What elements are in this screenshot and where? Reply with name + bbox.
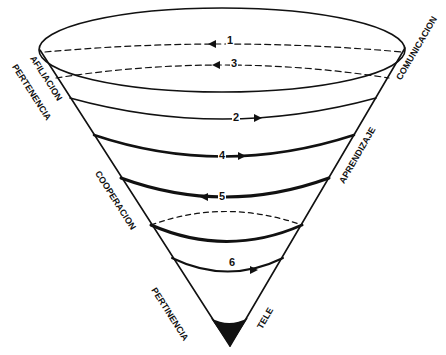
direction-arrowhead <box>200 193 208 201</box>
direction-arrowhead <box>250 266 258 274</box>
cone-side <box>40 50 230 346</box>
cone-rim <box>39 8 405 92</box>
cone-tip <box>211 318 248 346</box>
spiral-back-arc <box>151 212 302 226</box>
spiral-front-arc <box>70 98 376 119</box>
callout-number: 6 <box>228 257 236 268</box>
direction-arrowhead <box>212 61 220 69</box>
side-label: COOPERACION <box>92 168 137 232</box>
side-label: TELE <box>256 305 276 331</box>
spiral-back-arc <box>45 44 402 52</box>
callout-number: 2 <box>232 112 240 123</box>
direction-arrowhead <box>254 114 262 122</box>
direction-arrowhead <box>208 40 216 48</box>
direction-arrowhead <box>238 152 246 160</box>
callout-number: 1 <box>226 35 234 46</box>
callout-number: 5 <box>218 191 226 202</box>
side-label: APRENDIZAJE <box>338 124 379 185</box>
spiral-back-arc <box>56 65 389 78</box>
callout-number: 4 <box>218 150 226 161</box>
side-label: PERTINENCIA <box>149 285 190 343</box>
callout-number: 3 <box>230 58 238 69</box>
spiral-front-arc <box>151 225 302 242</box>
cone-side <box>230 48 405 346</box>
side-label: COMUNICACION <box>394 14 439 82</box>
